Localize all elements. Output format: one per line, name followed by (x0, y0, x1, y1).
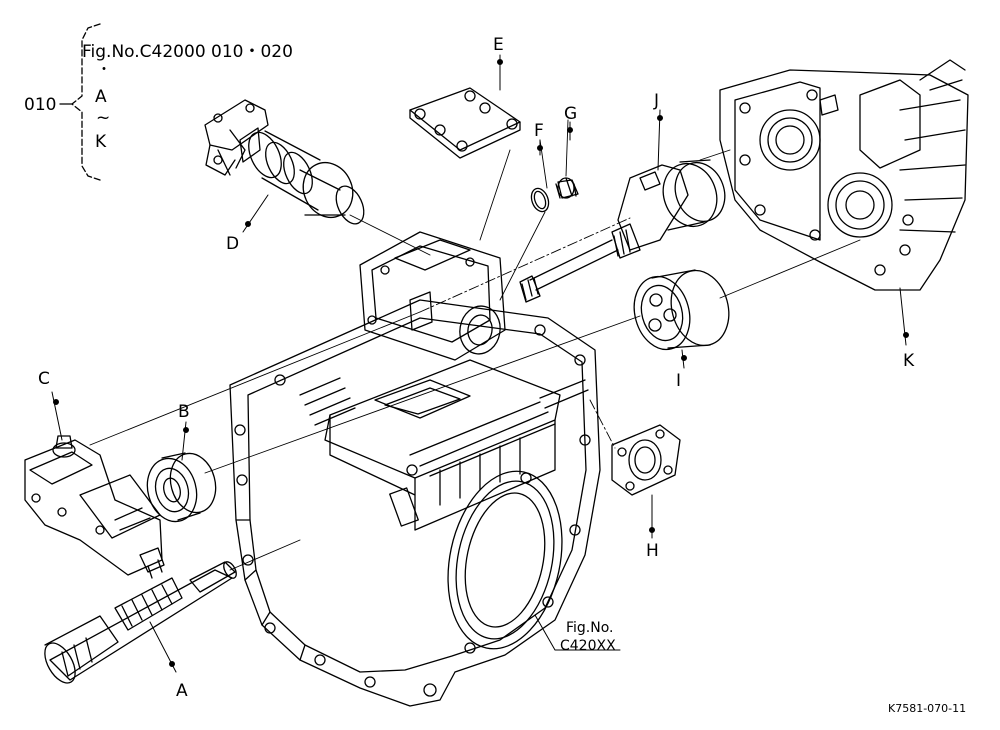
callout-k: K (903, 351, 915, 371)
range-end-label: K (95, 132, 107, 152)
part-b-bearing (146, 452, 217, 523)
callout-b: B (178, 402, 190, 422)
callout-h: H (646, 541, 659, 561)
part-d-cylinder (204, 99, 365, 225)
assembly-centerlines (89, 119, 861, 571)
callout-g: G (564, 104, 578, 124)
part-e-cover-plate (409, 87, 521, 159)
leader-lines (51, 54, 909, 673)
ref-fig-label: Fig.No. (566, 620, 614, 636)
range-tilde: ~ (96, 108, 111, 128)
callout-c: C (38, 369, 50, 389)
callout-f: F (534, 121, 544, 141)
callout-i: I (676, 371, 682, 391)
part-f-o-ring (530, 187, 550, 213)
header-bracket (59, 23, 101, 181)
range-start-label: A (95, 87, 107, 107)
part-c-valve (24, 435, 165, 579)
callout-e: E (493, 35, 504, 55)
range-bullet: ・ (97, 62, 111, 78)
callout-d: D (226, 234, 240, 254)
fig-reference-title: Fig.No.C42000 010・020 (82, 42, 293, 62)
part-k-rear-cover (719, 59, 969, 291)
ref-fig-number: C420XX (560, 638, 616, 654)
part-i-bearing (633, 269, 730, 351)
transmission-case (229, 231, 601, 707)
drawing-code: K7581-070-11 (888, 702, 967, 715)
part-g-plug (555, 177, 579, 199)
callout-a: A (176, 681, 188, 701)
part-j-shaft (519, 159, 726, 303)
part-a-input-shaft (44, 561, 237, 684)
callout-j: J (654, 91, 660, 111)
part-h-flange (611, 424, 681, 496)
group-code: 010 (24, 95, 57, 115)
